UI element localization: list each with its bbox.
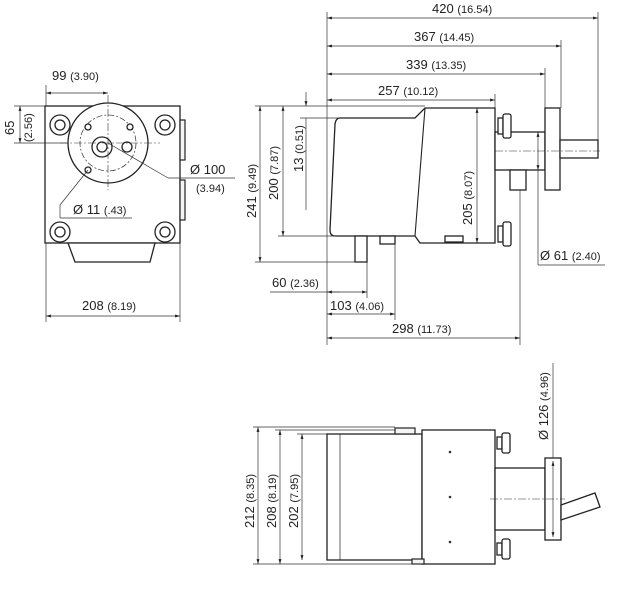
housing-bottom xyxy=(421,429,496,565)
dimension-label: 103 (4.06) xyxy=(330,298,384,313)
dimension-label: Ø 126 (4.96) xyxy=(536,372,551,440)
dimension-label: 339 (13.35) xyxy=(406,57,466,72)
dimension-value: 339 xyxy=(406,57,428,72)
dimension-value: 103 xyxy=(330,298,352,313)
dimension-value: 241 xyxy=(244,196,259,218)
dimension-value: 298 xyxy=(392,321,414,336)
dimension-value: (3.90) xyxy=(70,71,99,83)
dimension-value: Ø 61 xyxy=(540,248,568,263)
dimension-label: 241 (9.49) xyxy=(244,164,259,218)
dimension-label: 367 (14.45) xyxy=(414,29,474,44)
dimension-value: 202 xyxy=(286,506,301,528)
dimension-value: (2.40) xyxy=(572,251,601,263)
dimension-label: 60 (2.36) xyxy=(272,275,319,290)
dimension-label: 208 (8.19) xyxy=(82,298,136,313)
dimension-label: Ø 61 (2.40) xyxy=(540,248,601,263)
bottom-view: 212 (8.35) 208 (8.19) 202 (7.95) Ø 126 (… xyxy=(242,363,601,565)
dim-flange-diameter: Ø 100 xyxy=(190,162,225,177)
dimension-label: 298 (11.73) xyxy=(392,321,451,336)
dimension-label: 208 (8.19) xyxy=(264,474,279,528)
dimension-value: 420 xyxy=(432,1,454,16)
dimension-label: (3.94) xyxy=(196,183,225,195)
cable xyxy=(560,492,601,521)
dimension-value: (4.06) xyxy=(355,301,384,313)
dimension-value: (11.73) xyxy=(417,324,451,336)
dimension-value: 367 xyxy=(414,29,436,44)
dimension-value: (2.36) xyxy=(290,278,319,290)
dimension-value: (8.19) xyxy=(267,474,279,503)
dimension-value: 208 xyxy=(264,506,279,528)
flange xyxy=(544,107,561,191)
shaft xyxy=(559,139,599,159)
side-view: 420 (16.54) 367 (14.45) 339 (13.35) 257 … xyxy=(244,1,605,345)
dimension-label: 200 (7.87) xyxy=(266,146,281,200)
dimension-value: 257 xyxy=(378,83,400,98)
dimension-value: Ø 126 xyxy=(536,405,551,440)
dimension-value: (8.35) xyxy=(245,474,257,503)
dimension-value: (13.35) xyxy=(431,60,466,72)
dimension-value: 60 xyxy=(272,275,286,290)
dimension-label: 13 (0.51) xyxy=(291,125,306,172)
dimension-value: (8.07) xyxy=(463,171,475,200)
dimension-value: (4.96) xyxy=(539,372,551,401)
dimension-label: 99 (3.90) xyxy=(52,68,99,83)
dimension-value: (10.12) xyxy=(403,86,438,98)
dimension-value: 99 xyxy=(52,68,66,83)
dimension-value: 208 xyxy=(82,298,104,313)
dimension-value: Ø 11 xyxy=(73,202,100,217)
dimension-value: 13 xyxy=(291,158,306,172)
cover-bottom xyxy=(326,433,423,561)
dimension-label: 202 (7.95) xyxy=(286,474,301,528)
dimension-value: 65 xyxy=(2,121,17,135)
front-view: 99 (3.90) 65 (2.56) Ø 100 (3.94) Ø 11 (.… xyxy=(2,68,235,322)
dimension-value: (0.51) xyxy=(294,125,306,154)
dimension-value: 205 xyxy=(460,203,475,225)
dimension-value: (7.95) xyxy=(289,474,301,503)
dimension-value: (9.49) xyxy=(247,164,259,193)
dimension-label: Ø 11 (.43) xyxy=(73,202,126,217)
dimension-value: (7.87) xyxy=(269,146,281,175)
dimension-label: 257 (10.12) xyxy=(378,83,438,98)
dimension-label: 420 (16.54) xyxy=(432,1,492,16)
dimension-label: (2.56) xyxy=(23,113,35,142)
housing-side xyxy=(329,107,496,244)
dimension-value: 200 xyxy=(266,178,281,200)
dimension-value: (14.45) xyxy=(439,32,474,44)
dimension-label: 205 (8.07) xyxy=(460,171,475,225)
dimension-label: 212 (8.35) xyxy=(242,474,257,528)
dimension-value: 212 xyxy=(242,506,257,528)
dimension-value: (.43) xyxy=(104,205,127,217)
dimension-value: (8.19) xyxy=(107,301,136,313)
dimension-value: (16.54) xyxy=(457,4,492,16)
handle xyxy=(67,242,156,263)
dimension-label: 65 xyxy=(2,121,17,135)
dimension-value: (2.56) xyxy=(23,113,35,142)
